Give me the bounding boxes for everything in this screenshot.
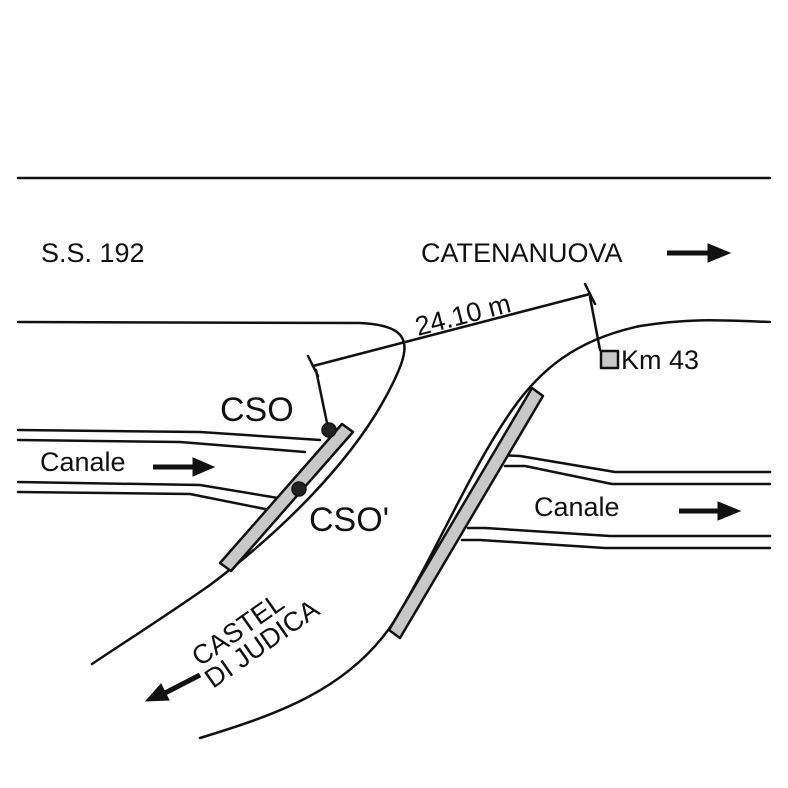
- arrow-down-left-icon: [144, 672, 202, 702]
- guardrail-east: [387, 386, 545, 640]
- km-marker-label: Km 43: [621, 345, 699, 375]
- distance-tick-east: [583, 282, 597, 306]
- circle-point-icon-cso-prime: [291, 481, 307, 497]
- canal-east-line-2: [503, 464, 772, 486]
- road-edge-east: [198, 318, 772, 740]
- canal-east-label: Canale: [534, 492, 620, 522]
- distance-label: 24.10 m: [412, 288, 514, 342]
- arrow-right-icon-catenanuova: [667, 243, 732, 263]
- arrow-right-icon-canal-west: [153, 457, 216, 477]
- point-cso-prime-label: CSO': [309, 501, 389, 539]
- canal-east-line-4: [460, 538, 772, 550]
- canal-east-line-3: [466, 526, 772, 538]
- canal-west-line-1: [16, 428, 322, 442]
- square-marker-icon: [599, 349, 620, 370]
- arrow-right-icon-canal-east: [679, 501, 742, 521]
- canal-west-line-3: [16, 480, 292, 502]
- point-cso-label: CSO: [220, 391, 294, 429]
- canal-west-line-4: [16, 490, 282, 514]
- leader-km: [588, 295, 602, 352]
- leader-cso: [314, 368, 329, 425]
- road-edge-west: [16, 320, 406, 666]
- canal-west-label: Canale: [40, 447, 126, 477]
- distance-line: [311, 292, 592, 368]
- guardrail-west: [218, 422, 355, 573]
- road-label: S.S. 192: [41, 238, 145, 268]
- destination-east-label: CATENANUOVA: [421, 238, 623, 268]
- circle-point-icon-cso: [321, 422, 337, 438]
- canal-west-line-2: [16, 438, 307, 454]
